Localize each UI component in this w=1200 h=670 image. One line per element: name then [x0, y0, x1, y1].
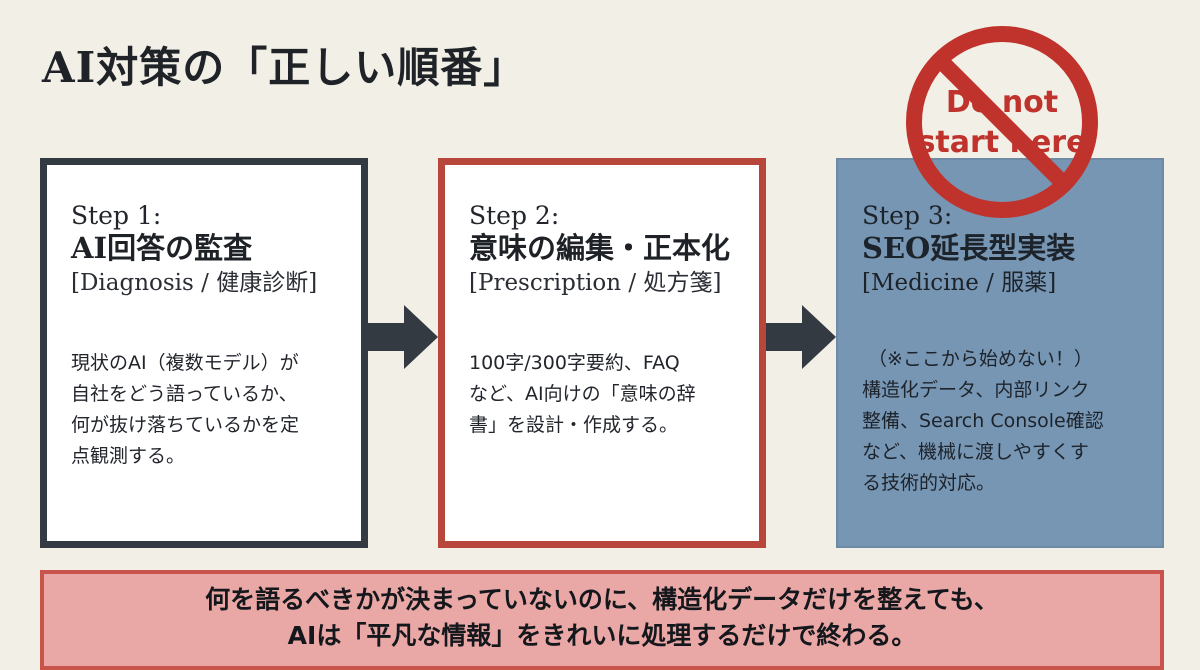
warning-line-1: Do not	[945, 85, 1059, 120]
step-2-body-line: 書」を設計・作成する。	[469, 414, 679, 436]
step-2-body-line: など、AI向けの「意味の辞	[469, 383, 696, 405]
step-3-body-line: 構造化データ、内部リンク	[862, 379, 1090, 401]
step-1-label: Step 1:	[71, 201, 162, 230]
step-1-body-line: 自社をどう語っているか、	[71, 383, 298, 405]
warning-line-2: start here	[917, 125, 1087, 160]
step-2-heading: 意味の編集・正本化	[469, 231, 731, 265]
arrow-right-icon	[766, 305, 836, 369]
step-3-label: Step 3:	[862, 201, 953, 230]
step-3-body: （※ここから始めない！） 構造化データ、内部リンク 整備、Search Cons…	[862, 344, 1142, 499]
step-1-body-line: 現状のAI（複数モデル）が	[71, 352, 299, 374]
step-2-label: Step 2:	[469, 201, 560, 230]
step-3-body-line: る技術的対応。	[862, 472, 996, 494]
arrow-right-icon	[368, 305, 438, 369]
prohibition-sign-icon	[906, 26, 1098, 218]
step-1-body-line: 何が抜け落ちているかを定	[71, 414, 300, 436]
step-3-card: Step 3: SEO延長型実装 [Medicine / 服薬] （※ここから始…	[836, 158, 1164, 548]
page-title: AI対策の「正しい順番」	[42, 43, 527, 92]
step-3-body-line: （※ここから始めない！）	[868, 348, 1093, 370]
banner-line-1: 何を語るべきかが決まっていないのに、構造化データだけを整えても、	[205, 585, 999, 614]
step-3-body-line: 整備、Search Console確認	[862, 410, 1104, 432]
step-1-card: Step 1: AI回答の監査 [Diagnosis / 健康診断] 現状のAI…	[40, 158, 368, 548]
step-3-heading: SEO延長型実装	[862, 231, 1076, 265]
step-1-heading: AI回答の監査	[71, 231, 253, 265]
banner-line-2: AIは「平凡な情報」をきれいに処理するだけで終わる。	[287, 621, 917, 650]
step-2-card: Step 2: 意味の編集・正本化 [Prescription / 処方箋] 1…	[438, 158, 766, 548]
step-3-tag: [Medicine / 服薬]	[862, 270, 1057, 296]
step-2-body-line: 100字/300字要約、FAQ	[469, 352, 680, 374]
step-3-body-line: など、機械に渡しやすくす	[862, 441, 1089, 463]
step-2-body: 100字/300字要約、FAQ など、AI向けの「意味の辞 書」を設計・作成する…	[469, 348, 739, 441]
step-1-body-line: 点観測する。	[71, 445, 186, 467]
step-1-body: 現状のAI（複数モデル）が 自社をどう語っているか、 何が抜け落ちているかを定 …	[71, 348, 341, 472]
step-2-tag: [Prescription / 処方箋]	[469, 270, 722, 296]
do-not-start-here-label: Do not start here	[904, 83, 1100, 163]
step-1-tag: [Diagnosis / 健康診断]	[71, 270, 318, 296]
warning-banner: 何を語るべきかが決まっていないのに、構造化データだけを整えても、 AIは「平凡な…	[40, 570, 1164, 670]
